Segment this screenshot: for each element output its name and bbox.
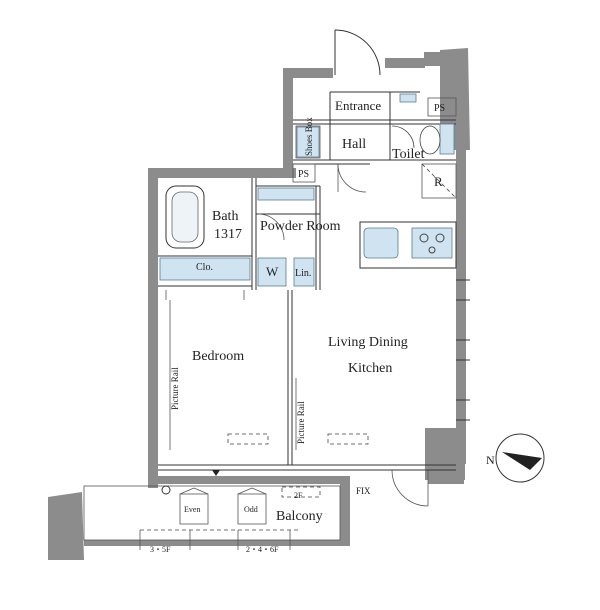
label-powder-room: Powder Room [260, 219, 341, 234]
label-even: Even [184, 505, 200, 514]
label-balcony-2f: 2F [294, 491, 303, 500]
label-floors-left: 3・5F [150, 545, 171, 554]
label-powder: Powder Room [260, 219, 341, 234]
label-lin: Lin. [295, 268, 311, 279]
label-shoes-box: Shoes Box [304, 117, 314, 156]
label-clo: Clo. [196, 262, 213, 273]
label-toilet: Toilet [392, 147, 425, 162]
label-floors-right: 2・4・6F [246, 545, 279, 554]
compass: N [486, 433, 545, 483]
walls [48, 48, 470, 560]
partitions [158, 91, 470, 471]
fixtures [159, 93, 457, 498]
label-living: Living Dining [328, 335, 408, 350]
label-r: R [434, 174, 443, 189]
doors [212, 29, 429, 507]
label-bedroom: Bedroom [192, 349, 244, 364]
label-picture-rail-left: Picture Rail [170, 367, 180, 410]
label-balcony: Balcony [276, 509, 323, 524]
label-odd: Odd [244, 505, 258, 514]
room-labels: Entrance PS Hall Toilet Shoes Box PS R B… [150, 98, 445, 554]
label-washer: W [266, 264, 279, 279]
label-entrance: Entrance [335, 98, 381, 113]
balcony [83, 485, 341, 550]
label-hall: Hall [342, 137, 366, 152]
compass-north-label: N [486, 453, 495, 467]
label-fix: FIX [356, 486, 371, 496]
label-ps-left: PS [298, 169, 309, 180]
label-ps-top: PS [434, 103, 445, 114]
label-kitchen: Kitchen [348, 361, 392, 376]
label-picture-rail-right: Picture Rail [296, 401, 306, 444]
label-bath-size: 1317 [214, 227, 242, 242]
label-bath: Bath [212, 209, 238, 224]
